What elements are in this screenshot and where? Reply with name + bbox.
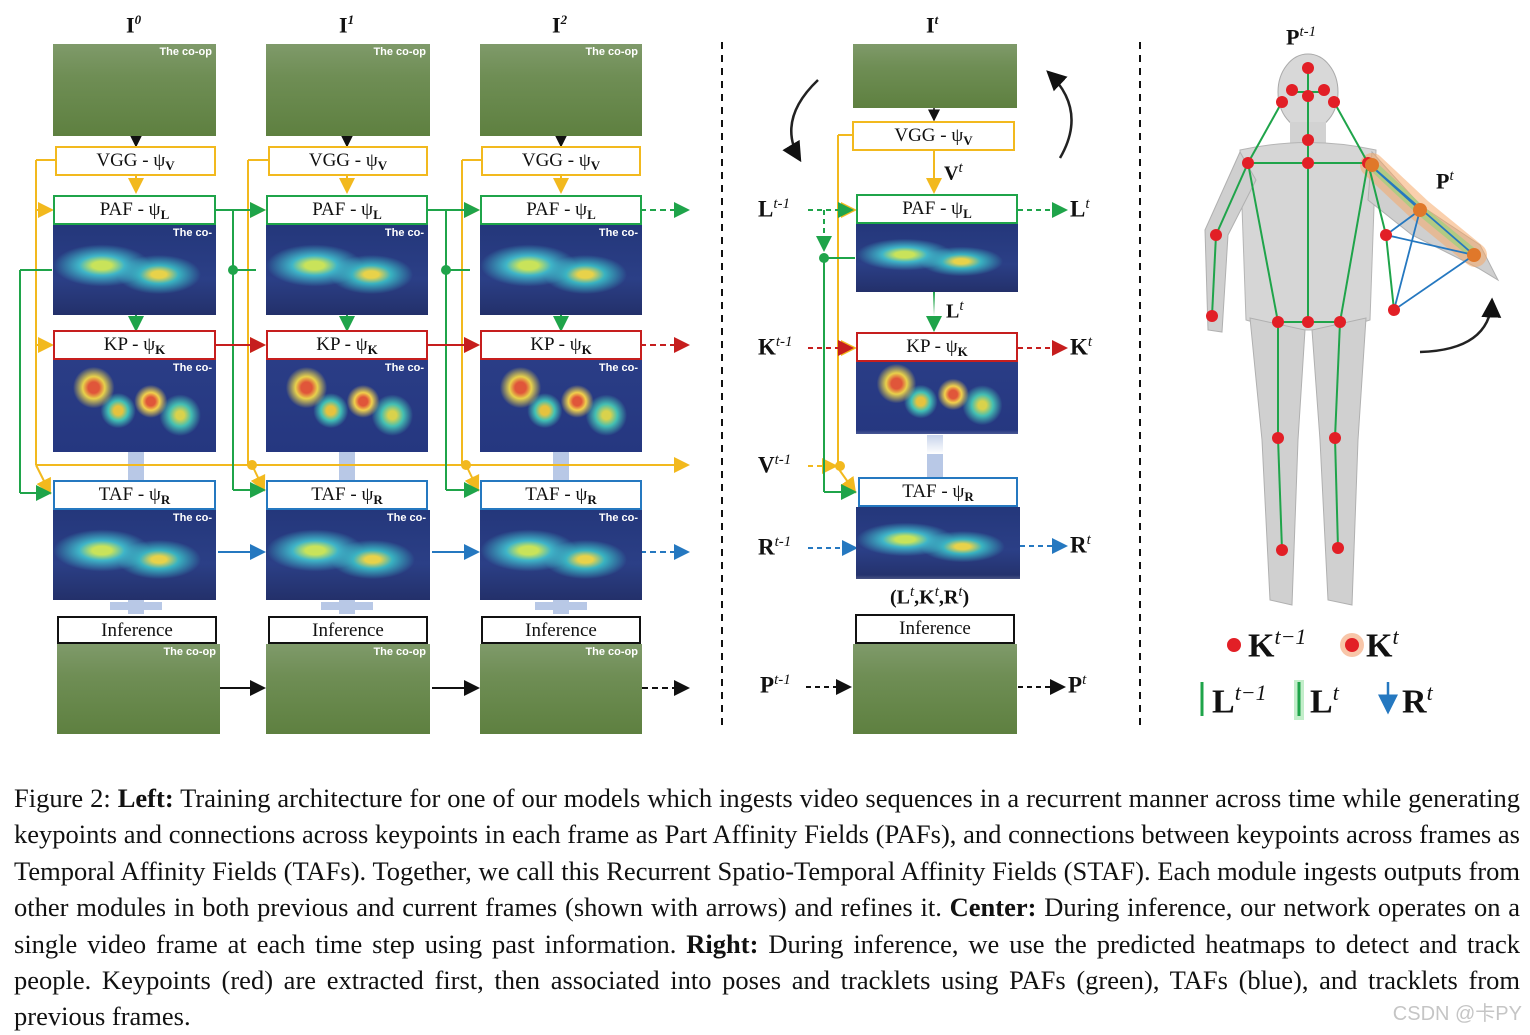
center-label-lkr: (Lt,Kt,Rt) [890,584,970,609]
label-K-cur: Kt [1070,334,1093,360]
frame-image-2: The co-op [480,44,642,136]
figure-connectors [19,42,1502,730]
inference-box-2: Inference [481,616,641,644]
kp-box-2: KP - ψK [480,330,642,360]
paf-heatmap-1: The co- [266,225,428,315]
caption-left-head: Left: [117,783,174,813]
center-kp-fade [856,430,1018,454]
taf-heatmap-2: The co- [480,510,642,600]
column-title-1: I1 [339,12,355,38]
inference-box-0: Inference [57,616,217,644]
center-title: It [926,12,939,38]
center-inference-image [853,644,1017,734]
center-taf-fade [856,575,1020,599]
label-P-prev: Pt-1 [760,672,791,698]
caption-right-text: During inference, we use the predicted h… [14,928,1520,1032]
caption-fig: Figure 2: [14,783,111,813]
center-paf-heatmap [856,224,1018,292]
vgg-box-1: VGG - ψV [268,146,428,176]
label-pose-cur: Pt [1436,168,1454,194]
paf-heatmap-2: The co- [480,225,642,315]
caption-left-text: Training architecture for one of our mod… [14,783,1521,923]
kp-box-0: KP - ψK [53,330,216,360]
center-inference-box: Inference [855,614,1015,644]
frame-image-1: The co-op [266,44,430,136]
center-frame-image [853,44,1017,108]
taf-box-1: TAF - ψR [266,480,428,510]
watermark: CSDN @卡PY [1392,1003,1522,1025]
caption-right-head: Right: [686,928,759,959]
kp-heatmap-0: The co- [53,360,216,452]
paf-box-0: PAF - ψL [53,195,216,225]
paf-box-2: PAF - ψL [480,195,642,225]
center-label-lt: Lt [946,298,964,323]
center-vgg-box: VGG - ψV [852,121,1015,151]
legend-l-prev: Lt−1 [1212,680,1267,721]
center-label-vt: Vt [944,160,963,185]
center-paf-fade [856,292,1018,316]
center-paf-box: PAF - ψL [856,194,1018,224]
label-K-prev: Kt-1 [758,334,793,360]
legend-r: Rt [1402,680,1433,721]
label-R-prev: Rt-1 [758,534,792,560]
legend-k-cur: Kt [1366,624,1399,665]
taf-box-2: TAF - ψR [480,480,642,510]
body-figure [1204,53,1500,606]
vgg-box-2: VGG - ψV [481,146,641,176]
inference-box-1: Inference [268,616,428,644]
label-P-cur: Pt [1068,672,1087,698]
center-taf-box: TAF - ψR [858,477,1018,507]
column-title-2: I2 [552,12,568,38]
figure: I0 I1 I2 It The co-op VGG - ψV PAF - ψL … [19,12,1502,734]
center-kp-heatmap [856,362,1018,434]
inference-image-1: The co-op [266,644,430,734]
kp-box-1: KP - ψK [266,330,428,360]
inference-image-0: The co-op [57,644,220,734]
vgg-box-0: VGG - ψV [55,146,216,176]
caption-center-text: During inference, our network operates o… [14,892,1521,959]
center-taf-heatmap [856,507,1020,579]
column-title-0: I0 [126,12,142,38]
taf-heatmap-0: The co- [53,510,216,600]
label-L-prev: Lt-1 [758,196,791,222]
paf-box-1: PAF - ψL [266,195,428,225]
label-pose-prev: Pt-1 [1286,24,1317,50]
label-L-cur: Lt [1070,196,1090,222]
figure-caption: Figure 2: Left: Training architecture fo… [14,780,1520,1035]
center-kp-box: KP - ψK [856,332,1018,362]
taf-heatmap-1: The co- [266,510,430,600]
taf-box-0: TAF - ψR [53,480,216,510]
legend-k-prev: Kt−1 [1248,624,1307,665]
inference-image-2: The co-op [480,644,642,734]
kp-heatmap-2: The co- [480,360,642,452]
legend-l-cur: Lt [1310,680,1339,721]
kp-heatmap-1: The co- [266,360,428,452]
frame-image-0: The co-op [53,44,216,136]
label-V-prev: Vt-1 [758,452,792,478]
label-R-cur: Rt [1070,532,1091,558]
caption-center-head: Center: [949,892,1037,923]
paf-heatmap-0: The co- [53,225,216,315]
